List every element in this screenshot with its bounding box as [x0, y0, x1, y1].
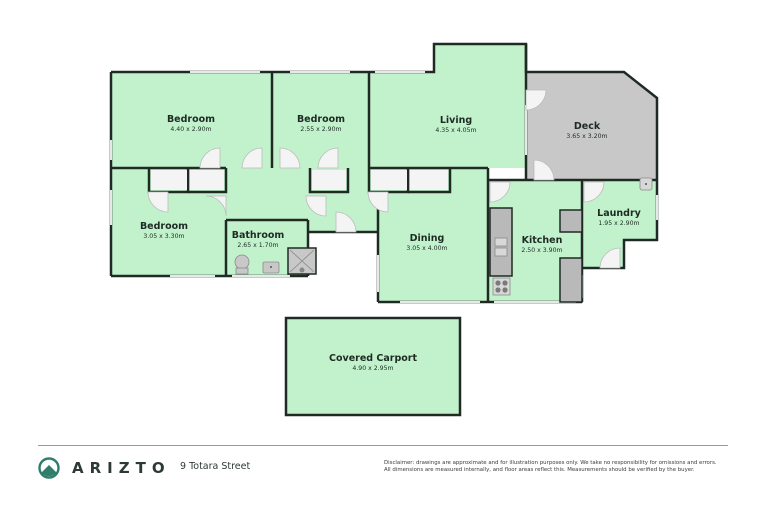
svg-text:Bedroom: Bedroom — [167, 114, 215, 125]
svg-text:2.55 x 2.90m: 2.55 x 2.90m — [300, 126, 341, 133]
svg-text:3.65 x 3.20m: 3.65 x 3.20m — [566, 133, 607, 140]
room-bedroom-1: Bedroom 4.40 x 2.90m — [167, 114, 215, 133]
kitchen-sink-icon — [494, 237, 508, 257]
basin-icon — [262, 261, 280, 274]
laundry-tub-icon — [639, 177, 653, 191]
room-bedroom-2: Bedroom 2.55 x 2.90m — [297, 114, 345, 133]
room-laundry: Laundry 1.95 x 2.90m — [597, 208, 641, 227]
svg-text:3.05 x 4.00m: 3.05 x 4.00m — [406, 245, 447, 252]
disclaimer-line-1: Disclaimer: drawings are approximate and… — [384, 460, 717, 466]
shower-icon — [287, 247, 317, 275]
mountain-logo-icon — [38, 457, 60, 479]
room-bathroom: Bathroom 2.65 x 1.70m — [232, 230, 285, 249]
carport-area — [284, 316, 462, 417]
room-carport: Covered Carport 4.90 x 2.95m — [329, 353, 417, 372]
brand-logo: ARIZTO — [38, 457, 171, 479]
svg-text:Kitchen: Kitchen — [522, 235, 563, 246]
svg-text:Bedroom: Bedroom — [140, 221, 188, 232]
svg-text:1.95 x 2.90m: 1.95 x 2.90m — [598, 220, 639, 227]
svg-text:Bathroom: Bathroom — [232, 230, 285, 241]
svg-text:Covered Carport: Covered Carport — [329, 353, 417, 364]
room-living: Living 4.35 x 4.05m — [435, 115, 476, 134]
floor-plan: Bedroom 4.40 x 2.90m Bedroom 2.55 x 2.90… — [109, 42, 659, 417]
svg-text:4.40 x 2.90m: 4.40 x 2.90m — [170, 126, 211, 133]
svg-text:Laundry: Laundry — [597, 208, 641, 219]
toilet-icon — [234, 254, 250, 275]
svg-text:Deck: Deck — [574, 121, 601, 132]
svg-text:Bedroom: Bedroom — [297, 114, 345, 125]
svg-text:4.90 x 2.95m: 4.90 x 2.95m — [352, 365, 393, 372]
room-kitchen: Kitchen 2.50 x 3.90m — [521, 235, 562, 254]
room-dining: Dining 3.05 x 4.00m — [406, 233, 447, 252]
room-bedroom-3: Bedroom 3.05 x 3.30m — [140, 221, 188, 240]
svg-text:Dining: Dining — [410, 233, 445, 244]
footer-divider — [38, 445, 728, 446]
svg-text:3.05 x 3.30m: 3.05 x 3.30m — [143, 233, 184, 240]
svg-text:4.35 x 4.05m: 4.35 x 4.05m — [435, 127, 476, 134]
disclaimer-line-2: All dimensions are measured internally, … — [384, 467, 695, 473]
svg-text:Living: Living — [440, 115, 472, 126]
cooktop-icon — [492, 277, 511, 296]
disclaimer: Disclaimer: drawings are approximate and… — [384, 460, 729, 474]
room-deck: Deck 3.65 x 3.20m — [566, 121, 607, 140]
svg-text:2.65 x 1.70m: 2.65 x 1.70m — [237, 242, 278, 249]
deck-area — [526, 72, 657, 180]
svg-text:2.50 x 3.90m: 2.50 x 3.90m — [521, 247, 562, 254]
brand-name: ARIZTO — [72, 459, 171, 477]
doors — [147, 89, 621, 269]
property-address: 9 Totara Street — [180, 461, 251, 472]
closets — [151, 170, 448, 190]
